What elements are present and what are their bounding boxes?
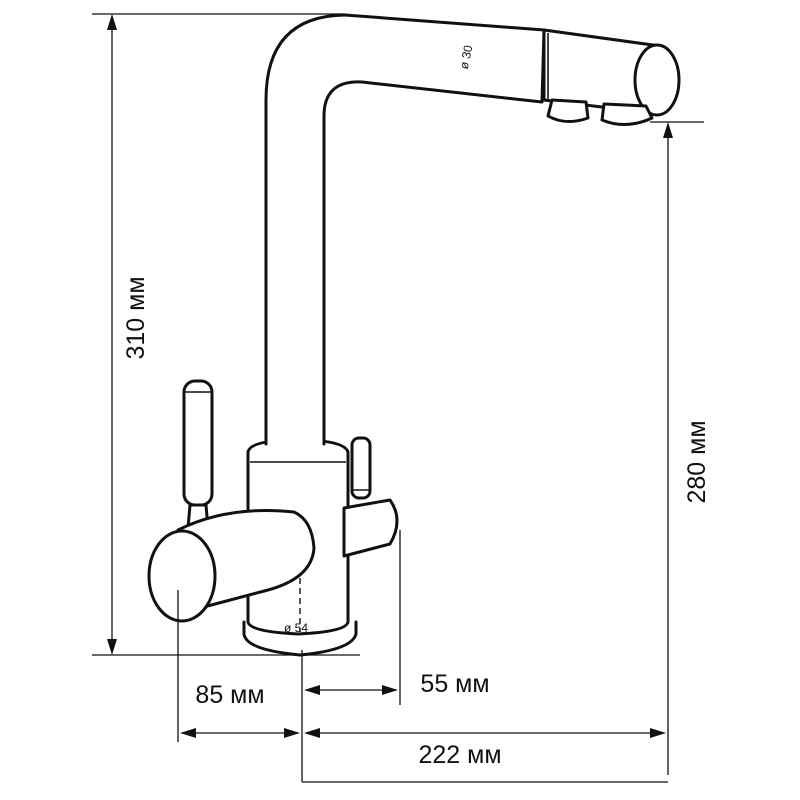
outlet-nozzle-right [600, 102, 654, 126]
dim-total-height-label: 310 мм [122, 276, 150, 359]
spout-diameter-label: ø 30 [457, 44, 476, 71]
spout-end [633, 43, 681, 117]
outlet-nozzle-left [546, 98, 590, 123]
mixer-cap [147, 529, 217, 623]
faucet-drawing [147, 13, 681, 657]
dim-spout-reach-label: 222 мм [418, 741, 501, 769]
dim-handle-offset-label: 85 мм [195, 681, 264, 709]
spout-tube [264, 13, 546, 446]
filter-lever-body [342, 498, 399, 558]
filter-lever-stem [350, 436, 372, 500]
base-diameter-label: ø 54 [284, 621, 308, 635]
main-lever-stem [182, 379, 214, 507]
dim-lever-offset-label: 55 мм [420, 670, 489, 698]
dim-spout-height-label: 280 мм [683, 420, 711, 503]
dimension-lines [92, 13, 704, 783]
